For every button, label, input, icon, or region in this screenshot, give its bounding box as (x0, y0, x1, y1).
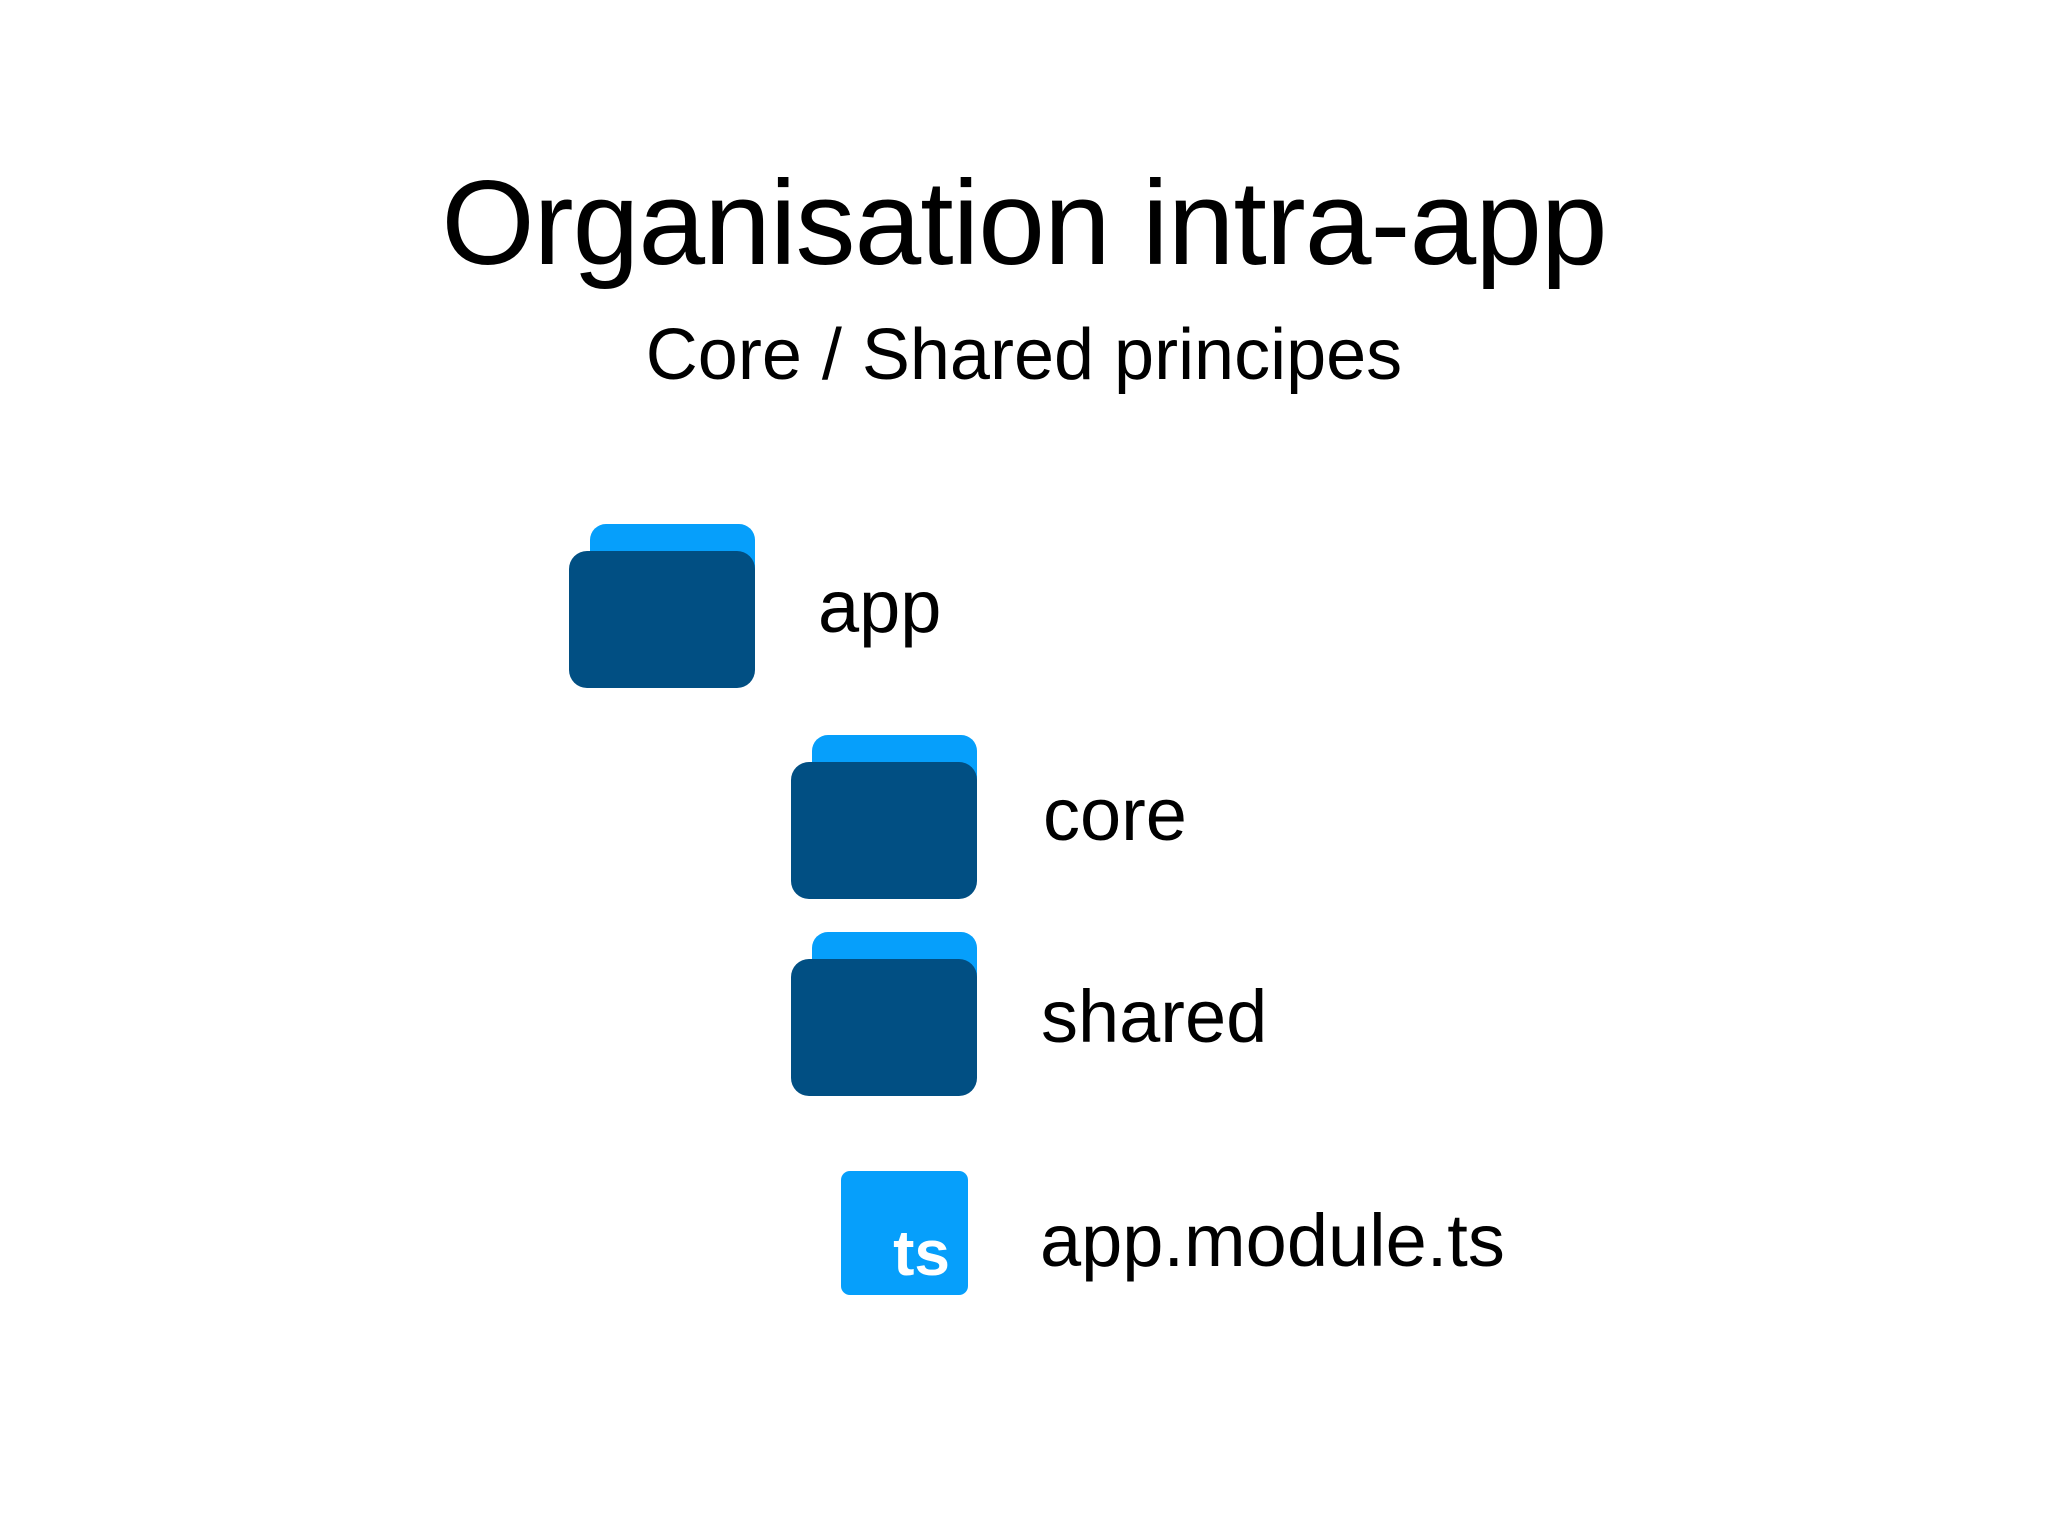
folder-body (791, 762, 977, 899)
folder-icon (791, 932, 977, 1096)
folder-icon (569, 524, 755, 688)
tree-item-app-module-label: app.module.ts (1040, 1199, 1505, 1282)
tree-item-core-label: core (1043, 773, 1187, 856)
folder-icon (791, 735, 977, 899)
folder-body (569, 551, 755, 688)
typescript-file-icon: ts (841, 1171, 968, 1295)
ts-badge-label: ts (893, 1217, 950, 1289)
tree-item-app-label: app (818, 565, 942, 648)
slide-title: Organisation intra-app (441, 156, 1607, 290)
folder-body (791, 959, 977, 1096)
slide-subtitle: Core / Shared principes (645, 315, 1403, 395)
tree-item-shared-label: shared (1041, 975, 1268, 1058)
